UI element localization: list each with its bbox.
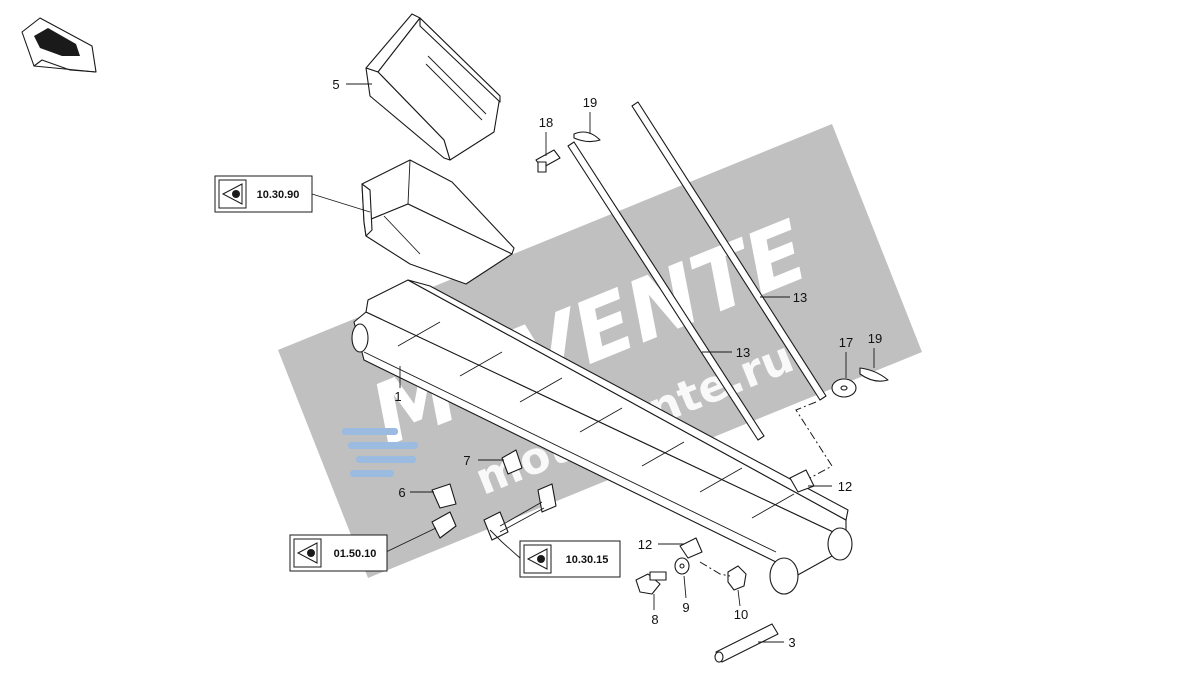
part-washer-17 xyxy=(831,378,857,398)
eye-icon xyxy=(296,542,318,564)
assembly-line-12b xyxy=(699,561,731,577)
callout-5: 5 xyxy=(332,77,339,92)
part-main-frame xyxy=(351,279,853,595)
callout-labels: 5 1 18 19 13 13 17 19 12 12 7 6 8 9 10 3 xyxy=(332,77,882,650)
part-pin-19b xyxy=(859,367,889,382)
part-latch-18 xyxy=(535,149,561,173)
part-belt-strips xyxy=(567,101,827,441)
part-bracket-7 xyxy=(501,449,523,475)
part-washer-9 xyxy=(674,557,690,575)
reference-box-10-30-15[interactable]: 10.30.15 xyxy=(519,540,621,578)
callout-6: 6 xyxy=(398,485,405,500)
part-hopper-wall xyxy=(365,13,501,161)
callout-13b: 13 xyxy=(736,345,750,360)
reference-box-10-30-90[interactable]: 10.30.90 xyxy=(214,175,313,213)
front-arrow-icon xyxy=(21,17,97,73)
reference-code: 10.30.90 xyxy=(257,189,300,201)
callout-12a: 12 xyxy=(838,479,852,494)
assembly-line-12a xyxy=(795,401,833,479)
reference-code: 01.50.10 xyxy=(334,548,377,560)
reference-box-01-50-10[interactable]: 01.50.10 xyxy=(289,534,388,572)
callout-18: 18 xyxy=(539,115,553,130)
watermark-speed-lines xyxy=(342,428,418,477)
part-bracket-12b xyxy=(679,537,703,559)
part-tensioner xyxy=(483,483,557,541)
reference-code: 10.30.15 xyxy=(566,554,609,566)
callout-3: 3 xyxy=(788,635,795,650)
callout-8: 8 xyxy=(651,612,658,627)
callout-1: 1 xyxy=(394,389,401,404)
part-pin-19a xyxy=(573,131,601,143)
callout-19a: 19 xyxy=(583,95,597,110)
callout-13a: 13 xyxy=(793,290,807,305)
part-hopper-section xyxy=(361,159,515,285)
callout-7: 7 xyxy=(463,453,470,468)
callout-12b: 12 xyxy=(638,537,652,552)
callout-19b: 19 xyxy=(868,331,882,346)
watermark-band xyxy=(278,124,922,578)
part-shaft-3 xyxy=(714,623,779,663)
leader-lines xyxy=(311,83,875,643)
eye-icon xyxy=(221,183,243,205)
part-nut-10 xyxy=(727,565,747,591)
callout-17: 17 xyxy=(839,335,853,350)
eye-icon xyxy=(526,548,548,570)
part-bracket-6 xyxy=(431,483,457,539)
part-bolt-8 xyxy=(635,571,667,595)
callout-9: 9 xyxy=(682,600,689,615)
callout-10: 10 xyxy=(734,607,748,622)
